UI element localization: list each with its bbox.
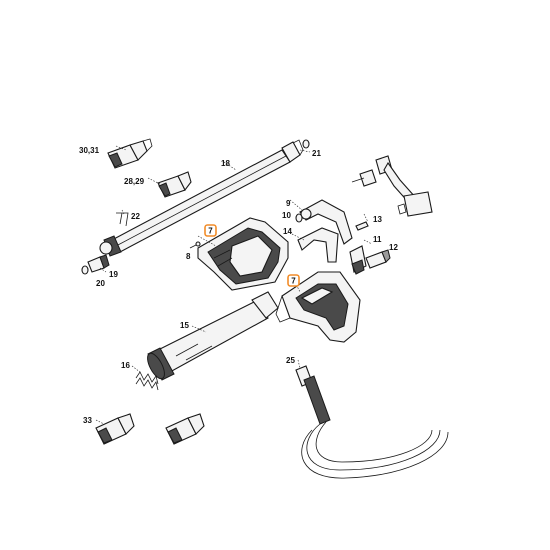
valve-body-9[interactable] [299, 199, 353, 245]
gun-handle-7[interactable] [275, 271, 361, 343]
nozzle-30-31[interactable] [107, 138, 153, 169]
label-20: 20 [96, 279, 105, 288]
screw-8[interactable] [189, 241, 201, 249]
o-ring-10[interactable] [295, 213, 303, 223]
label-28-29: 28,29 [124, 177, 145, 186]
label-19: 19 [109, 270, 118, 279]
label-7-lower: 7 [291, 277, 296, 286]
label-8: 8 [186, 252, 191, 261]
label-25: 25 [286, 356, 295, 365]
label-11: 11 [373, 235, 382, 244]
connector-19[interactable] [87, 254, 110, 273]
label-10: 10 [282, 211, 291, 220]
highlight-badge-7-upper[interactable]: 7 [204, 224, 217, 237]
trigger-lever-assembly[interactable] [351, 155, 433, 217]
nozzle-33[interactable] [95, 413, 135, 445]
part-labels: 30,31 21 18 28,29 22 19 20 8 9 10 14 13 … [79, 146, 398, 425]
label-33: 33 [83, 416, 92, 425]
label-21: 21 [312, 149, 321, 158]
o-ring-20[interactable] [81, 265, 89, 275]
highlight-badge-7-lower[interactable]: 7 [287, 274, 300, 287]
label-14: 14 [283, 227, 292, 236]
gun-housing-half-7[interactable] [197, 217, 289, 291]
lance-extension-15[interactable] [144, 291, 279, 381]
clip-22[interactable] [116, 212, 129, 227]
label-15: 15 [180, 321, 189, 330]
trigger-guard-14[interactable] [297, 227, 339, 263]
leader-lines [95, 145, 373, 425]
nozzle-28-29[interactable] [157, 171, 192, 198]
label-9: 9 [286, 199, 291, 208]
nozzle-bottom-second[interactable] [165, 413, 205, 445]
label-7-upper: 7 [208, 227, 213, 236]
connector-11[interactable] [349, 245, 367, 275]
label-16: 16 [121, 361, 130, 370]
spray-lance-18[interactable] [99, 139, 304, 257]
o-ring-21[interactable] [302, 139, 310, 149]
label-18: 18 [221, 159, 230, 168]
label-13: 13 [373, 215, 382, 224]
label-22: 22 [131, 212, 140, 221]
hose-25[interactable] [295, 365, 449, 479]
fitting-12[interactable] [365, 249, 391, 269]
pin-13[interactable] [355, 221, 369, 231]
label-12: 12 [389, 243, 398, 252]
label-30-31: 30,31 [79, 146, 100, 155]
